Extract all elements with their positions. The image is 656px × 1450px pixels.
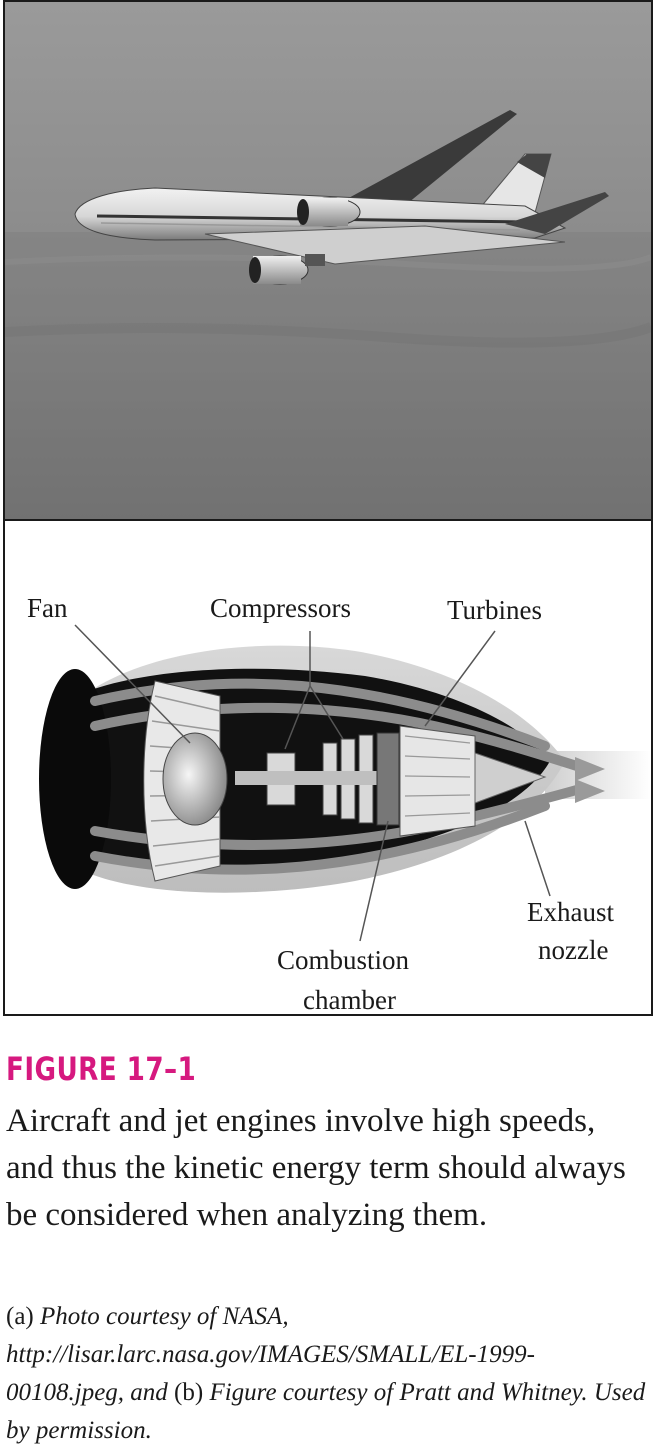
panel-divider: [5, 519, 651, 521]
figure-caption: Aircraft and jet engines involve high sp…: [6, 1103, 626, 1233]
label-combustion: Combustion: [277, 945, 410, 975]
credit-part-b: (b): [174, 1379, 204, 1406]
credit-part-a: (a): [6, 1303, 34, 1330]
label-compressors: Compressors: [210, 593, 351, 623]
credit-text-b: Figure courtesy of Pratt and Whitney. Us…: [6, 1379, 646, 1444]
aircraft-photo: [5, 2, 651, 519]
figure-frame: Fan Compressors Turbines Exhaust nozzle …: [3, 0, 653, 1016]
figure-label: FIGURE 17–1: [6, 1050, 197, 1088]
label-turbines: Turbines: [447, 595, 542, 625]
label-exhaust: Exhaust: [527, 897, 614, 927]
label-nozzle: nozzle: [538, 935, 608, 965]
label-chamber: chamber: [303, 985, 396, 1015]
label-fan: Fan: [27, 593, 68, 623]
jet-engine-diagram: Fan Compressors Turbines Exhaust nozzle …: [27, 593, 651, 1015]
credit-text-a: Photo courtesy of NASA, http://lisar.lar…: [6, 1303, 535, 1406]
figure-credit: (a) Photo courtesy of NASA, http://lisar…: [6, 1298, 646, 1450]
